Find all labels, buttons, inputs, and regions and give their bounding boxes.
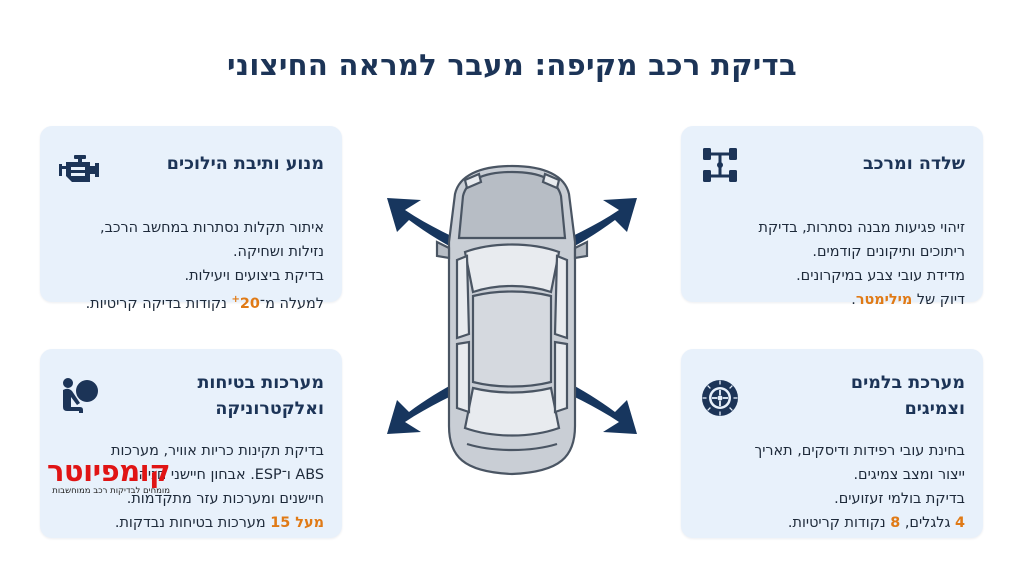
- card-line-wheels: 4 גלגלים, 8 נקודות קריטיות.: [699, 511, 965, 535]
- card-line: בדיקת ביצועים ויעילות.: [184, 268, 324, 284]
- card-chassis-body: שלדה ומרכב זיהוי פגיעות מבנה נסתרות, בדי…: [681, 126, 983, 308]
- card-line: ריתוכים ותיקונים קודמים.: [812, 244, 965, 260]
- page-title: בדיקת רכב מקיפה: מעבר למראה החיצוני: [227, 48, 797, 82]
- points-prefix: למעלה מ־: [259, 295, 324, 312]
- card-line-points: למעלה מ־20+ נקודות בדיקה קריטיות.: [58, 288, 324, 316]
- card-line-precision: דיוק של מילימטר.: [699, 288, 965, 312]
- points-value: 20+: [231, 294, 260, 312]
- card-brakes-body: מערכת בלמים וצמיגים: [681, 349, 983, 538]
- card-title: מערכת בלמים וצמיגים: [851, 370, 965, 422]
- card-title: מערכות בטיחות ואלקטרוניקה: [197, 370, 324, 422]
- tire-icon: [699, 377, 741, 419]
- card-text: בדיקת תקינות כריות אוויר, מערכות ABS ו־E…: [58, 439, 324, 535]
- logo-name: קומפיוטר: [46, 454, 171, 488]
- wheels-label: גלגלים,: [900, 515, 955, 531]
- card-title-line: וצמיגים: [904, 399, 965, 419]
- points-suffix: נקודות קריטיות.: [787, 515, 891, 531]
- card-line-systems: מעל 15 מערכות בטיחות נבדקות.: [58, 511, 324, 535]
- points-value: 8: [890, 515, 901, 531]
- card-header: מנוע ותיבת הילוכים: [58, 144, 324, 200]
- points-plus: +: [231, 294, 240, 305]
- card-title-line: מערכת בלמים: [850, 373, 965, 393]
- card-engine-body: מנוע ותיבת הילוכים איתור תקלות נסתרות במ…: [40, 126, 342, 312]
- card-safety-body: מערכות בטיחות ואלקטרוניקה בדיקת תקינות כ…: [40, 349, 342, 538]
- engine-icon: [58, 148, 100, 190]
- systems-prefix: מעל: [290, 515, 324, 531]
- points-number: 20: [239, 295, 260, 312]
- card-line: בדיקת בולמי זעזועים.: [834, 491, 965, 507]
- systems-value: 15: [270, 515, 291, 531]
- card-text: בחינת עובי רפידות ודיסקים, תאריך ייצור ו…: [699, 439, 965, 535]
- card-header: מערכות בטיחות ואלקטרוניקה: [58, 367, 324, 429]
- points-suffix: נקודות בדיקה קריטיות.: [85, 295, 232, 312]
- card-line: מדידת עובי צבע במיקרונים.: [796, 268, 965, 284]
- card-line: איתור תקלות נסתרות במחשב הרכב,: [100, 220, 324, 236]
- card-title-line: ואלקטרוניקה: [215, 399, 324, 419]
- card-header: מערכת בלמים וצמיגים: [699, 367, 965, 429]
- systems-suffix: מערכות בטיחות נבדקות.: [114, 515, 271, 531]
- car-body: [435, 164, 589, 476]
- card-title: שלדה ומרכב: [862, 154, 965, 174]
- card-line: נזילות ושחיקה.: [232, 244, 324, 260]
- precision-value: מילימטר: [855, 292, 913, 308]
- card-text: זיהוי פגיעות מבנה נסתרות, בדיקת ריתוכים …: [699, 216, 965, 312]
- card-text: איתור תקלות נסתרות במחשב הרכב, נזילות וש…: [58, 216, 324, 316]
- card-line: חיישנים ומערכות עזר מתקדמות.: [126, 491, 324, 507]
- logo-tagline: מומחים לבדיקות רכב ממוחשבות: [52, 486, 170, 496]
- car-illustration: [387, 164, 637, 476]
- airbag-icon: [58, 373, 100, 415]
- brand-logo: קומפיוטר מומחים לבדיקות רכב ממוחשבות: [22, 454, 171, 502]
- wheels-value: 4: [954, 515, 965, 531]
- card-header: שלדה ומרכב: [699, 144, 965, 200]
- card-line: בדיקת תקינות כריות אוויר, מערכות: [111, 443, 324, 459]
- card-title: מנוע ותיבת הילוכים: [166, 154, 324, 174]
- card-line: זיהוי פגיעות מבנה נסתרות, בדיקת: [758, 220, 965, 236]
- card-title-line: מערכות בטיחות: [197, 373, 324, 393]
- card-line: ABS ו־ESP. אבחון חיישני חניה,: [133, 467, 324, 483]
- card-line: בחינת עובי רפידות ודיסקים, תאריך: [754, 443, 965, 459]
- precision-prefix: דיוק של: [912, 292, 965, 308]
- chassis-icon: [699, 144, 741, 186]
- card-line: ייצור ומצב צמיגים.: [853, 467, 965, 483]
- precision-suffix: .: [851, 292, 856, 308]
